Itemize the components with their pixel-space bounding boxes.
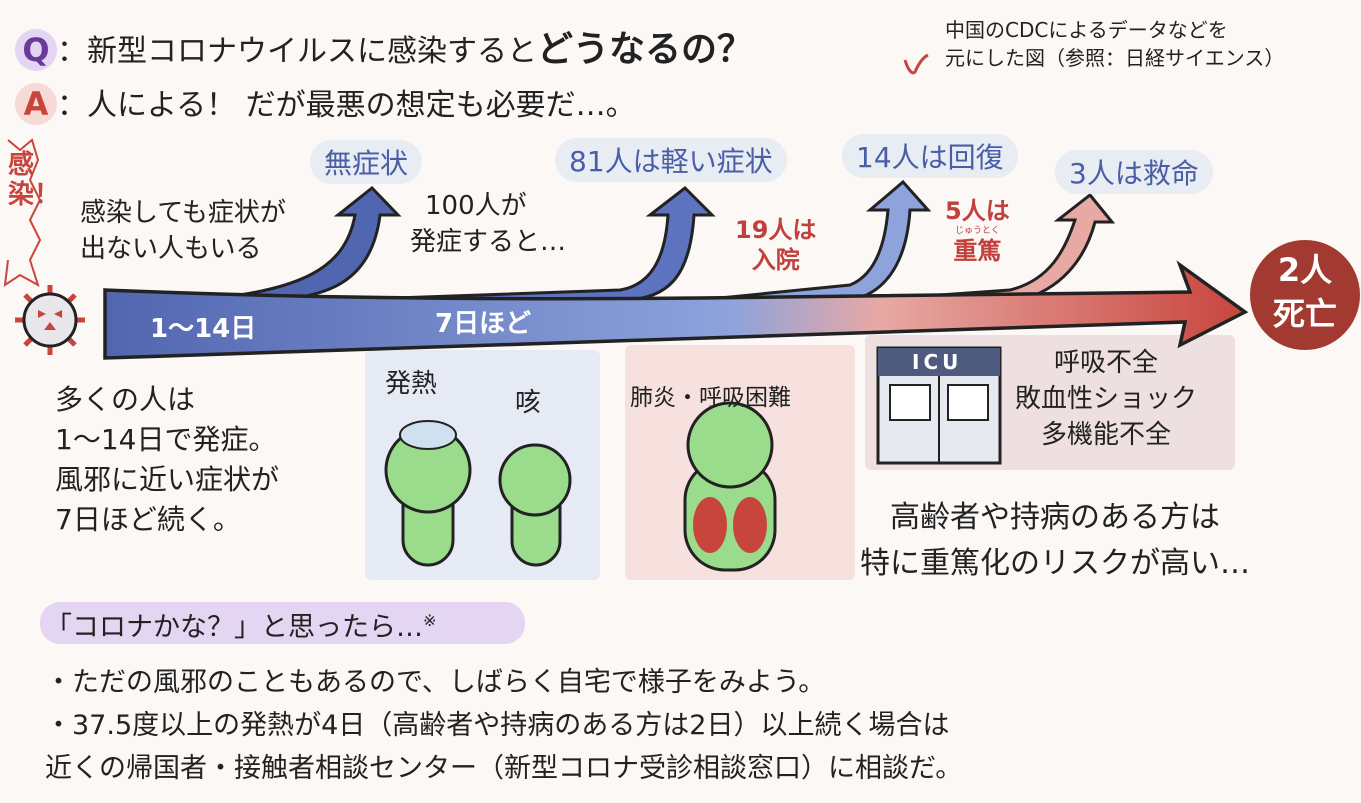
outcome-hospitalized: 19人は 入院 <box>735 215 816 275</box>
note-line: 発症すると… <box>410 227 567 257</box>
asterisk: ※ <box>423 611 437 630</box>
label-line: 重篤 <box>953 237 1002 265</box>
icu-sign: ICU <box>912 350 963 374</box>
virus-icon <box>15 285 85 355</box>
onset-note: 100人が 発症すると… <box>410 188 566 260</box>
summary-line: 風邪に近い症状が <box>55 463 280 496</box>
icu-door-icon <box>876 346 1002 465</box>
infection-burst-icon <box>3 138 42 288</box>
onset-summary: 多くの人は 1〜14日で発症。 風邪に近い症状が 7日ほど続く。 <box>55 380 279 540</box>
summary-line: 1〜14日で発症。 <box>55 423 277 456</box>
symptom-cough: 咳 <box>515 388 542 418</box>
label-line: 2人 <box>1277 251 1333 289</box>
cough-character-icon <box>498 443 572 567</box>
ruby-text: じゅうとく <box>954 226 1000 236</box>
advice-bullet: 近くの帰国者・接触者相談センター（新型コロナ受診相談窓口）に相談だ。 <box>45 753 963 784</box>
question-text: ：新型コロナウイルスに感染すると <box>57 34 537 69</box>
asymptomatic-note: 感染しても症状が 出ない人もいる <box>80 195 286 267</box>
main-timeline-arrow <box>103 260 1249 360</box>
outcome-death: 2人 死亡 <box>1270 248 1340 336</box>
note-line: 100人が <box>425 191 527 221</box>
source-note-line: 中国のCDCによるデータなどを <box>945 18 1228 42</box>
a-badge: A <box>15 83 57 125</box>
risk-line: 高齢者や持病のある方は <box>890 500 1220 535</box>
q-badge: Q <box>15 29 57 71</box>
summary-line: 7日ほど続く。 <box>55 503 241 536</box>
pneumonia-character-icon <box>683 401 777 572</box>
source-note: 中国のCDCによるデータなどを 元にした図（参照：日経サイエンス） <box>945 16 1284 72</box>
advice-heading-text: 「コロナかな？」と思ったら… <box>45 612 423 643</box>
condition-line: 呼吸不全 <box>1054 348 1159 378</box>
fever-character-icon <box>384 420 472 567</box>
question-line: Q：新型コロナウイルスに感染するとどうなるの？ <box>15 20 753 72</box>
symptom-fever: 発熱 <box>385 369 438 399</box>
condition-line: 敗血性ショック <box>1015 384 1198 414</box>
source-note-line: 元にした図（参照：日経サイエンス） <box>945 46 1285 70</box>
risk-line: 特に重篤化のリスクが高い… <box>860 546 1250 581</box>
death-circle <box>1250 240 1360 350</box>
advice-bullet: ・ただの風邪のこともあるので、しばらく自宅で様子をみよう。 <box>45 667 826 698</box>
outcome-asymptomatic: 無症状 <box>310 140 423 184</box>
advice-bullet: ・37.5度以上の発熱が4日（高齢者や持病のある方は2日）以上続く場合は <box>45 710 950 741</box>
severe-conditions: 呼吸不全 敗血性ショック 多機能不全 <box>1015 345 1197 453</box>
answer-line: A：人による！ だが最悪の想定も必要だ…。 <box>15 80 636 125</box>
condition-line: 多機能不全 <box>1041 420 1172 450</box>
advice-heading: 「コロナかな？」と思ったら…※ <box>45 605 436 644</box>
label-line: 死亡 <box>1272 295 1337 333</box>
note-line: 感染しても症状が <box>80 198 286 228</box>
period-7-days: 7日ほど <box>435 309 532 339</box>
advice-highlight <box>40 602 525 644</box>
pointer-check-icon <box>903 53 929 75</box>
period-1-14-days: 1〜14日 <box>150 314 257 344</box>
branch-arrow-saved <box>869 192 1116 302</box>
note-line: 出ない人もいる <box>80 234 262 264</box>
label-line: 入院 <box>751 246 800 274</box>
outcome-saved: 3人は救命 <box>1055 150 1213 194</box>
symptom-pneumonia: 肺炎・呼吸困難 <box>630 385 791 411</box>
summary-line: 多くの人は <box>55 383 196 416</box>
branch-arrow-recovered <box>699 179 932 302</box>
answer-text: ：人による！ だが最悪の想定も必要だ…。 <box>57 88 636 123</box>
label-line: 19人は <box>735 216 817 244</box>
branch-arrow-asymptomatic <box>199 185 402 302</box>
outcome-mild: 81人は軽い症状 <box>555 138 787 182</box>
outcome-recovered: 14人は回復 <box>842 134 1018 178</box>
infection-label: 感染！ <box>8 150 61 210</box>
label-line: 5人は <box>945 197 1010 225</box>
branch-arrow-mild <box>339 186 716 302</box>
question-emphasis: どうなるの？ <box>537 29 754 70</box>
outcome-critical: 5人は じゅうとく 重篤 <box>945 196 1010 266</box>
risk-note: 高齢者や持病のある方は 特に重篤化のリスクが高い… <box>860 495 1250 587</box>
